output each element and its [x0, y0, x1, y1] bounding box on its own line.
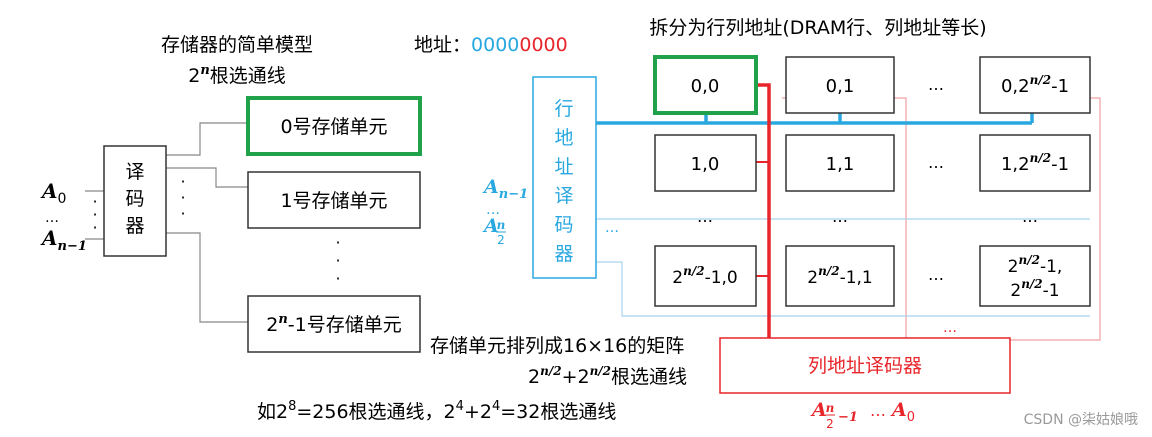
left-cell-1-label: 1号存储单元 [280, 190, 387, 212]
row1-ellipsis: … [928, 153, 944, 172]
row-addr-dots: … [486, 202, 500, 218]
cell-0-1 [785, 56, 895, 114]
cell-0-1-label: 0,1 [826, 76, 855, 97]
svg-text:A: A [810, 399, 827, 421]
thin-row-wires [596, 218, 1090, 317]
column-wire-ellipsis: … [943, 320, 957, 336]
cell-0-last [979, 56, 1091, 114]
svg-text:·: · [335, 251, 340, 270]
svg-text:·: · [92, 192, 97, 211]
column-decoder-label: 列地址译码器 [808, 355, 922, 377]
cell-last-1-label: 2n/2-1,1 [807, 264, 872, 288]
svg-text:行: 行 [554, 98, 573, 120]
row-select-line [596, 113, 1034, 125]
svg-text:址: 址 [554, 156, 573, 178]
svg-text:2: 2 [826, 417, 834, 431]
cell-last-last-label-2: 2n/2-1 [1010, 277, 1059, 301]
svg-text:码: 码 [554, 214, 573, 236]
column-addr-label: A n 2 −1 … A0 [810, 399, 915, 431]
svg-text:·: · [180, 188, 185, 207]
svg-text:…: … [697, 207, 713, 226]
svg-text:A: A [482, 215, 499, 237]
svg-text:器: 器 [554, 243, 573, 265]
left-cell-1 [247, 171, 421, 229]
svg-text:·: · [335, 233, 340, 252]
cell-last-1 [785, 245, 895, 307]
cell-1-last-label: 1,2n/2-1 [1001, 151, 1069, 175]
left-cell-last-label: 2n-1号存储单元 [266, 312, 402, 336]
svg-text:译: 译 [554, 185, 573, 207]
left-addr-an1: An−1 [40, 226, 87, 254]
left-cell-last [247, 295, 421, 353]
row-decoder-ellipsis: … [605, 220, 619, 236]
middle-ellipses: … … … [697, 207, 1038, 226]
row-last-ellipsis: … [928, 265, 944, 284]
cell-1-1 [785, 134, 895, 192]
svg-text:n: n [826, 401, 835, 415]
cell-1-last [979, 134, 1091, 192]
left-decoder-char-2: 码 [125, 188, 144, 210]
cell-last-0-label: 2n/2-1,0 [672, 264, 737, 288]
svg-text:2: 2 [497, 233, 505, 247]
left-addr-a0: A0 [40, 179, 66, 207]
footer-example: 如28=256根选通线，24+24=32根选通线 [257, 399, 616, 423]
svg-text:·: · [180, 204, 185, 223]
column-select-line [756, 83, 771, 338]
cell-0-0-label: 0,0 [691, 76, 720, 97]
matrix-note: 存储单元排列成16×16的矩阵 [430, 335, 684, 357]
svg-text:A0: A0 [890, 399, 915, 425]
column-taps [756, 161, 769, 277]
svg-text:·: · [335, 269, 340, 288]
cell-last-last-label-1: 2n/2-1, [1008, 253, 1063, 277]
cell-1-1-label: 1,1 [826, 154, 855, 175]
cell-1-0-label: 1,0 [691, 154, 720, 175]
svg-text:·: · [92, 205, 97, 224]
svg-text:·: · [92, 218, 97, 237]
left-decoder-char-1: 译 [125, 161, 144, 183]
left-vdots-pins: · · · · · · · · · [92, 172, 340, 288]
svg-text:…: … [1022, 207, 1038, 226]
svg-text:·: · [180, 172, 185, 191]
left-select-lines: 2n根选通线 [188, 63, 286, 87]
left-decoder-box [103, 145, 167, 257]
left-addr-dots: … [45, 210, 59, 226]
svg-text:−1: −1 [838, 410, 858, 425]
svg-text:n: n [497, 218, 506, 232]
cell-0-last-label: 0,2n/2-1 [1001, 73, 1069, 97]
right-title: 拆分为行列地址(DRAM行、列地址等长) [649, 17, 986, 39]
row-addr-bottom: A n 2 [482, 215, 506, 247]
cell-last-last [979, 245, 1091, 307]
svg-text:地: 地 [554, 127, 573, 149]
column-decoder-box [719, 337, 1011, 394]
svg-text:…: … [832, 207, 848, 226]
left-address-wires [85, 190, 104, 240]
left-cell-0 [246, 96, 422, 156]
left-cell-0-label: 0号存储单元 [280, 116, 387, 138]
address-line: 地址：00000000 [414, 34, 568, 56]
cell-0-0 [653, 55, 758, 115]
row-addr-top: An−1 [482, 176, 528, 202]
left-title: 存储器的简单模型 [161, 34, 313, 56]
select-lines-note: 2n/2+2n/2根选通线 [528, 364, 687, 388]
cell-last-0 [654, 245, 757, 307]
left-select-wires [166, 122, 248, 323]
row0-ellipsis: … [928, 75, 944, 94]
row-decoder-box [532, 76, 597, 279]
left-decoder-char-3: 器 [125, 215, 144, 237]
cell-1-0 [654, 134, 757, 192]
watermark: CSDN @柒姑娘哦 [1024, 412, 1138, 428]
row-decoder-label: 行 地 址 译 码 器 [554, 98, 573, 265]
svg-text:…: … [870, 401, 886, 420]
